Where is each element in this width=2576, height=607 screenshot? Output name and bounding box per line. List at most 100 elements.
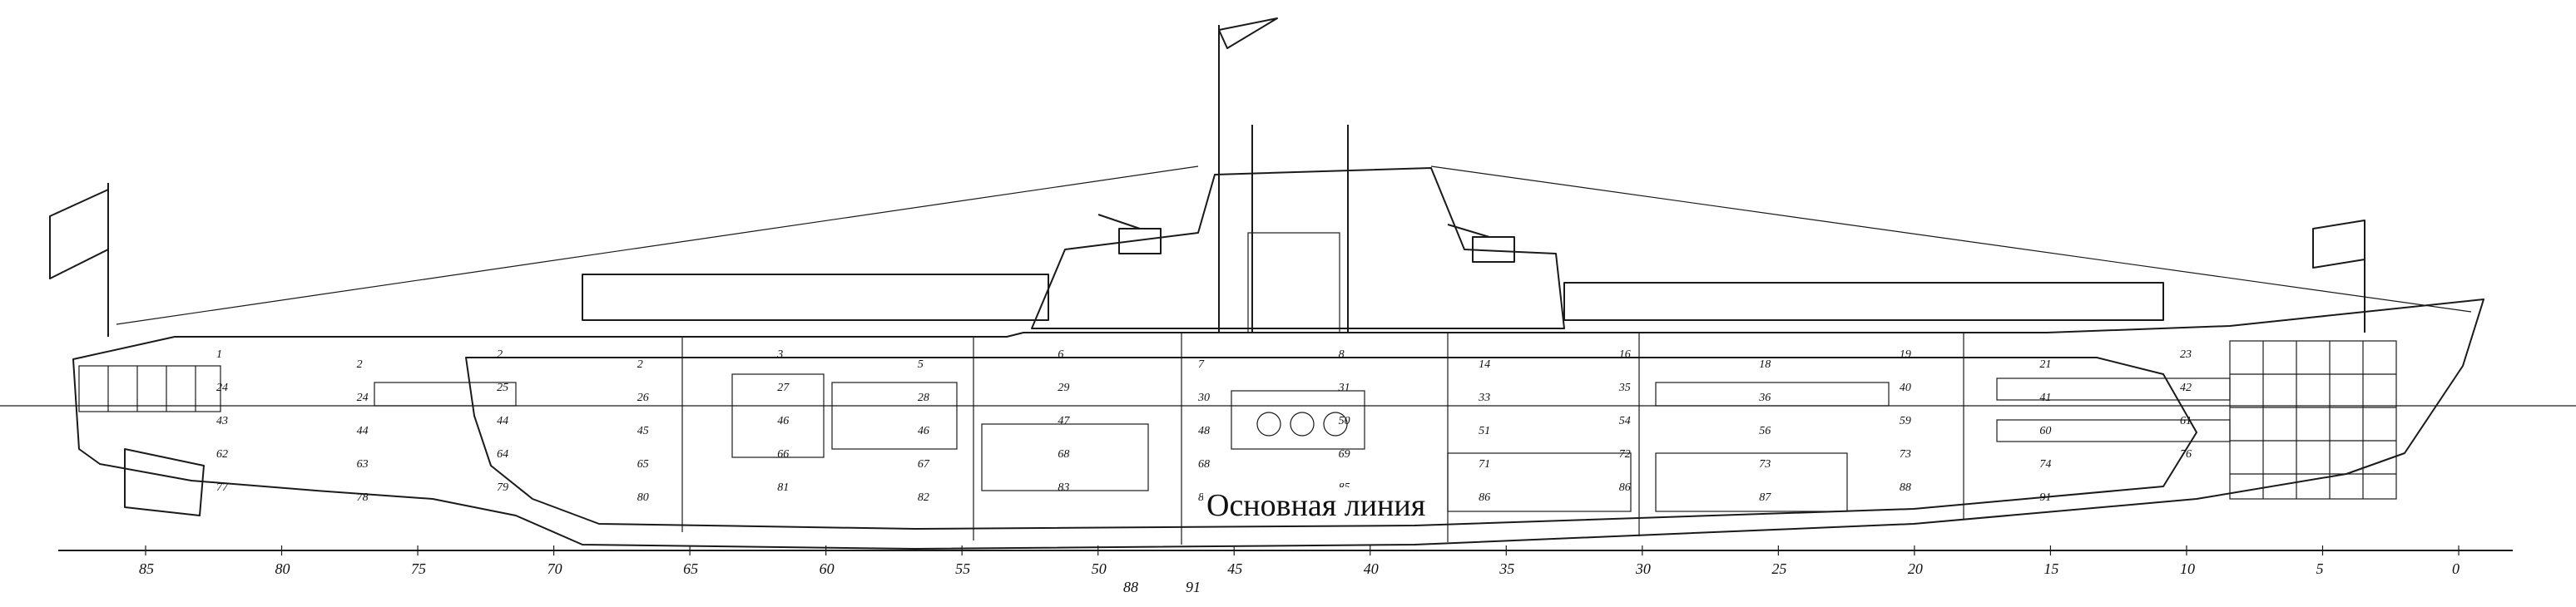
- station-label: 30: [1635, 560, 1651, 577]
- part-number-label: 81: [777, 481, 789, 494]
- part-number-label: 45: [637, 425, 649, 437]
- deck-casing: [582, 274, 2164, 321]
- part-number-label: 65: [637, 458, 649, 471]
- aft-deck-gun: [1097, 214, 1162, 254]
- part-number-label: 56: [1759, 425, 1771, 437]
- part-number-label: 76: [2180, 448, 2192, 461]
- pressure-hull: [465, 357, 2197, 530]
- battery-compartments: [1447, 452, 1848, 512]
- part-number-label: 24: [357, 392, 369, 404]
- part-number-label: 21: [2039, 358, 2051, 371]
- part-number-label: 82: [918, 491, 929, 504]
- station-label: 40: [1364, 560, 1379, 577]
- part-number-label: 79: [497, 481, 508, 494]
- baseline-caption: Основная линия: [1203, 487, 1429, 524]
- station-label: 60: [820, 560, 835, 577]
- part-number-label: 86: [1479, 491, 1490, 504]
- part-number-label: 83: [1058, 481, 1069, 494]
- part-number-label: 71: [1479, 458, 1490, 471]
- torpedo-tubes: [374, 378, 2231, 442]
- part-number-labels: 1222356781416181921232424252627282930313…: [216, 348, 2192, 504]
- part-number-label: 41: [2039, 392, 2051, 404]
- part-number-label: 54: [1619, 415, 1631, 427]
- part-number-label: 14: [1479, 358, 1490, 371]
- antenna-wires: [116, 165, 2472, 325]
- control-room-panel: [1231, 390, 1365, 450]
- station-label: 85: [139, 560, 154, 577]
- part-number-label: 77: [216, 481, 229, 494]
- section-mark-labels: 88 91: [1123, 579, 1201, 595]
- part-number-label: 72: [1619, 448, 1631, 461]
- part-number-label: 50: [1339, 415, 1350, 427]
- station-label: 35: [1499, 560, 1514, 577]
- station-label: 20: [1908, 560, 1923, 577]
- station-label: 10: [2180, 560, 2195, 577]
- station-label: 55: [955, 560, 970, 577]
- part-number-label: 74: [2039, 458, 2051, 471]
- part-number-label: 23: [2180, 348, 2192, 361]
- station-label: 0: [2452, 560, 2460, 577]
- part-number-label: 3: [776, 348, 783, 361]
- naval-ensign-flag-icon: [49, 183, 109, 337]
- station-label: 65: [683, 560, 698, 577]
- part-number-label: 69: [1339, 448, 1350, 461]
- station-label: 70: [547, 560, 562, 577]
- part-number-label: 5: [918, 358, 924, 371]
- part-number-label: 36: [1758, 392, 1771, 404]
- part-number-label: 47: [1058, 415, 1070, 427]
- part-number-label: 29: [1058, 382, 1069, 394]
- part-number-label: 7: [1198, 358, 1205, 371]
- part-number-label: 73: [1759, 458, 1771, 471]
- station-label: 50: [1092, 560, 1107, 577]
- part-number-label: 27: [777, 382, 790, 394]
- station-label: 45: [1227, 560, 1242, 577]
- outer-hull: [72, 299, 2484, 550]
- part-number-label: 44: [357, 425, 369, 437]
- conning-tower: [1031, 167, 1565, 329]
- rudder-propeller: [124, 448, 205, 516]
- station-label: 15: [2043, 560, 2058, 577]
- part-number-label: 80: [637, 491, 649, 504]
- part-number-label: 60: [2039, 425, 2051, 437]
- part-number-label: 67: [918, 458, 930, 471]
- part-number-label: 2: [637, 358, 643, 371]
- part-number-label: 87: [1759, 491, 1771, 504]
- part-number-label: 63: [357, 458, 369, 471]
- part-number-label: 86: [1619, 481, 1631, 494]
- stern-frames: [78, 365, 221, 412]
- part-number-label: 26: [637, 392, 649, 404]
- part-number-label: 16: [1619, 348, 1631, 361]
- part-number-label: 88: [1900, 481, 1911, 494]
- part-number-label: 1: [216, 348, 222, 361]
- part-number-label: 18: [1759, 358, 1771, 371]
- part-number-label: 25: [497, 382, 508, 394]
- part-number-label: 35: [1618, 382, 1631, 394]
- station-label: 80: [275, 560, 290, 577]
- section-mark-label: 88: [1123, 579, 1138, 595]
- part-number-label: 6: [1058, 348, 1063, 361]
- part-number-label: 30: [1197, 392, 1210, 404]
- jack-flag-icon: [2312, 220, 2365, 333]
- part-number-label: 40: [1900, 382, 1911, 394]
- part-number-label: 2: [497, 348, 503, 361]
- part-number-label: 68: [1058, 448, 1069, 461]
- forward-deck-gun: [1447, 224, 1515, 263]
- part-number-label: 46: [777, 415, 789, 427]
- tower-hatch-trunk: [1247, 232, 1340, 333]
- part-number-label: 19: [1900, 348, 1911, 361]
- section-mark-label: 91: [1186, 579, 1201, 595]
- part-number-label: 59: [1900, 415, 1911, 427]
- station-label: 5: [2316, 560, 2323, 577]
- part-number-label: 91: [2039, 491, 2051, 504]
- part-number-label: 61: [2180, 415, 2192, 427]
- part-number-label: 46: [918, 425, 929, 437]
- part-number-label: 44: [497, 415, 508, 427]
- part-number-label: 64: [497, 448, 508, 461]
- station-label: 25: [1771, 560, 1786, 577]
- part-number-label: 66: [777, 448, 789, 461]
- part-number-label: 78: [357, 491, 369, 504]
- part-number-label: 24: [216, 382, 228, 394]
